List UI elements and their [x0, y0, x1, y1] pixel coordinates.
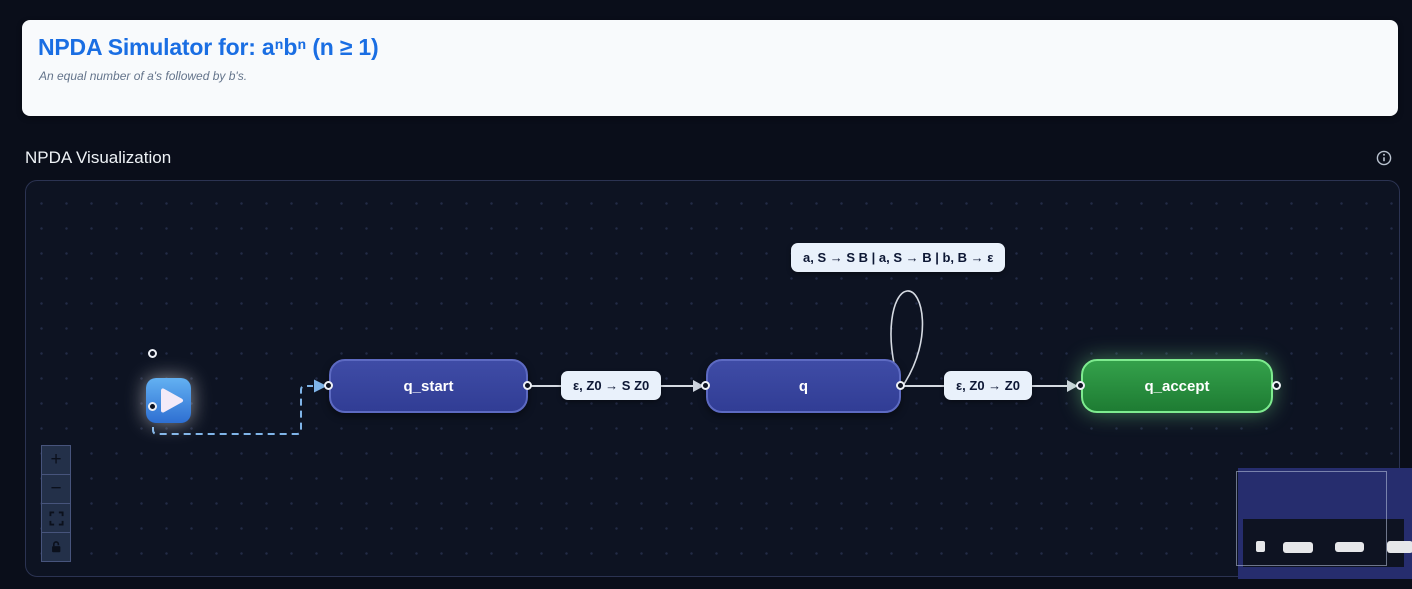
state-node-q_accept[interactable]: q_accept	[1081, 359, 1273, 413]
q_start-right-handle	[523, 381, 532, 390]
page-subtitle: An equal number of a's followed by b's.	[39, 69, 248, 83]
q_accept-right-handle	[1272, 381, 1281, 390]
plus-icon: +	[50, 449, 62, 470]
minimap-node-q_start	[1283, 542, 1313, 553]
canvas-controls: + −	[41, 445, 71, 562]
state-label: q_start	[403, 377, 454, 395]
q-right-handle	[896, 381, 905, 390]
minimap-mask	[1243, 519, 1404, 567]
visualization-header: NPDA Visualization	[25, 143, 1398, 173]
start-trigger-handle	[148, 402, 157, 411]
header-card: NPDA Simulator for: aⁿbⁿ (n ≥ 1) An equa…	[22, 20, 1398, 116]
state-label: q_accept	[1144, 377, 1210, 395]
q-left-handle	[701, 381, 710, 390]
q_accept-left-handle	[1076, 381, 1085, 390]
minimap-node-start	[1256, 541, 1265, 552]
page-title: NPDA Simulator for: aⁿbⁿ (n ≥ 1)	[38, 34, 379, 60]
zoom-in-button[interactable]: +	[41, 445, 71, 475]
visualization-title: NPDA Visualization	[25, 148, 172, 167]
lock-button[interactable]	[41, 532, 71, 562]
info-icon[interactable]	[1376, 150, 1392, 166]
free-handle	[148, 349, 157, 358]
transition-label-qstart-q: ε, Z0 → S Z0	[561, 371, 662, 400]
state-node-q[interactable]: q	[706, 359, 901, 413]
minus-icon: −	[50, 478, 62, 499]
lock-icon	[52, 541, 61, 553]
state-node-q_start[interactable]: q_start	[329, 359, 528, 413]
minimap-node-q_accept	[1387, 541, 1412, 553]
minimap[interactable]	[1236, 468, 1412, 579]
start-trigger-node[interactable]	[146, 378, 191, 423]
transition-label-q-selfloop: a, S → S B | a, S → B | b, B → ε	[791, 243, 1006, 272]
q_start-left-handle	[324, 381, 333, 390]
minimap-node-q	[1335, 542, 1364, 552]
npda-canvas[interactable]: ε, Z0 → S Z0 a, S → S B | a, S → B | b, …	[25, 180, 1412, 579]
fit-view-icon	[48, 510, 64, 526]
minimap-viewport-frame	[1236, 471, 1387, 566]
play-icon	[161, 388, 183, 413]
state-label: q	[798, 377, 809, 395]
transition-label-q-qaccept: ε, Z0 → Z0	[944, 371, 1032, 400]
fit-view-button[interactable]	[41, 503, 71, 533]
zoom-out-button[interactable]: −	[41, 474, 71, 504]
